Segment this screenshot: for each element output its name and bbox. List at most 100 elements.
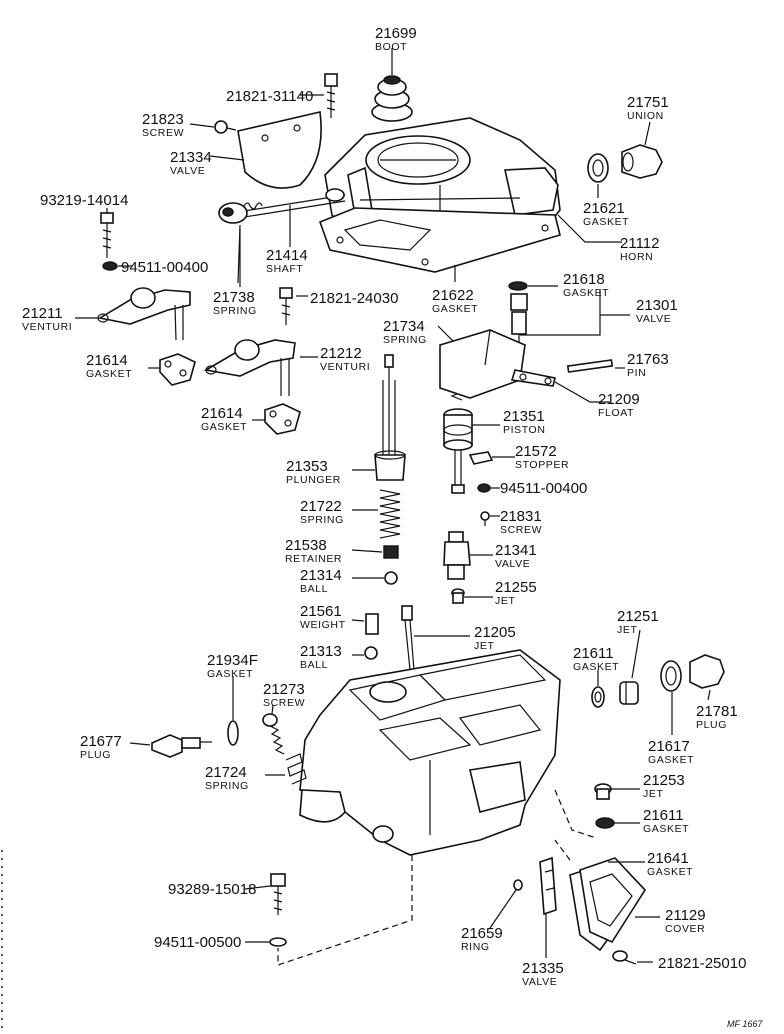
boot-part [371,75,413,122]
stopper-part [468,451,494,465]
part-name: GASKET [643,823,689,835]
part-number: 21251 [617,608,659,625]
cover-part [569,857,647,952]
part-number: 21341 [495,542,537,559]
jet-tube-part [401,605,415,671]
part-name: VALVE [170,165,205,177]
part-name: SHAFT [266,263,303,275]
gasket-part [227,720,239,746]
part-number: 21821-25010 [658,955,746,972]
part-name: VENTURI [22,321,72,333]
part-number: 21335 [522,960,564,977]
part-number: 93219-14014 [40,192,128,209]
part-name: SPRING [300,514,344,526]
part-name: VALVE [495,558,530,570]
gasket-part [318,207,561,273]
jet-part [451,588,465,604]
part-number: 21724 [205,764,247,781]
part-name: GASKET [573,661,619,673]
part-name: SCREW [500,524,542,536]
part-name: UNION [627,110,664,122]
screw-part [480,511,490,526]
jet-part [591,681,639,708]
part-number: 21538 [285,537,327,554]
part-number: 21622 [432,287,474,304]
part-name: GASKET [647,866,693,878]
part-number: 21722 [300,498,342,515]
part-number: 21781 [696,703,738,720]
part-name: PLUNGER [286,474,341,486]
valve-part [539,856,557,916]
callout: 21821-25010 [658,955,746,972]
retainer-part [383,545,399,559]
part-number: 21129 [665,907,706,924]
part-number: 21763 [627,351,669,368]
part-name: GASKET [207,668,253,680]
part-name: JET [495,595,515,607]
part-name: SCREW [142,127,184,139]
part-number: 21205 [474,624,516,641]
part-number: 21934F [207,652,258,669]
part-number: 21611 [643,807,684,824]
callout: 93289-15018 [168,881,256,898]
part-name: GASKET [583,216,629,228]
part-number: 21618 [563,271,605,288]
part-drawings [97,73,725,965]
part-number: 21823 [142,111,184,128]
plug-part [660,654,725,692]
part-name: PLUG [80,749,111,761]
screw-part [270,873,286,915]
part-name: VALVE [636,313,671,325]
ball-part [384,571,398,585]
part-name: STOPPER [515,459,569,471]
part-number: 21699 [375,25,417,42]
part-number: 93289-15018 [168,881,256,898]
part-number: 21677 [80,733,122,750]
part-name: GASKET [648,754,694,766]
part-name: GASKET [432,303,478,315]
part-name: GASKET [563,287,609,299]
part-number: 21314 [300,567,342,584]
part-number: 21617 [648,738,690,755]
part-name: VALVE [522,976,557,988]
part-name: VENTURI [320,361,370,373]
gasket-part [264,403,301,435]
part-name: SPRING [205,780,249,792]
power-valve-part [443,531,471,580]
part-name: JET [643,788,663,800]
part-number: 21353 [286,458,328,475]
part-name: PIN [627,367,646,379]
callout: 93219-14014 [40,192,128,209]
part-name: SCREW [263,697,305,709]
alignment-lines [277,789,597,966]
part-name: BALL [300,583,328,595]
pin-part [566,359,614,373]
callout-labels: 21699BOOT21821-3114021823SCREW21334VALVE… [22,25,746,988]
part-number: 21621 [583,200,625,217]
spring-part [379,489,401,539]
part-name: HORN [620,251,653,263]
part-name: FLOAT [598,407,634,419]
part-name: RING [461,941,490,953]
screw-part [612,950,637,965]
